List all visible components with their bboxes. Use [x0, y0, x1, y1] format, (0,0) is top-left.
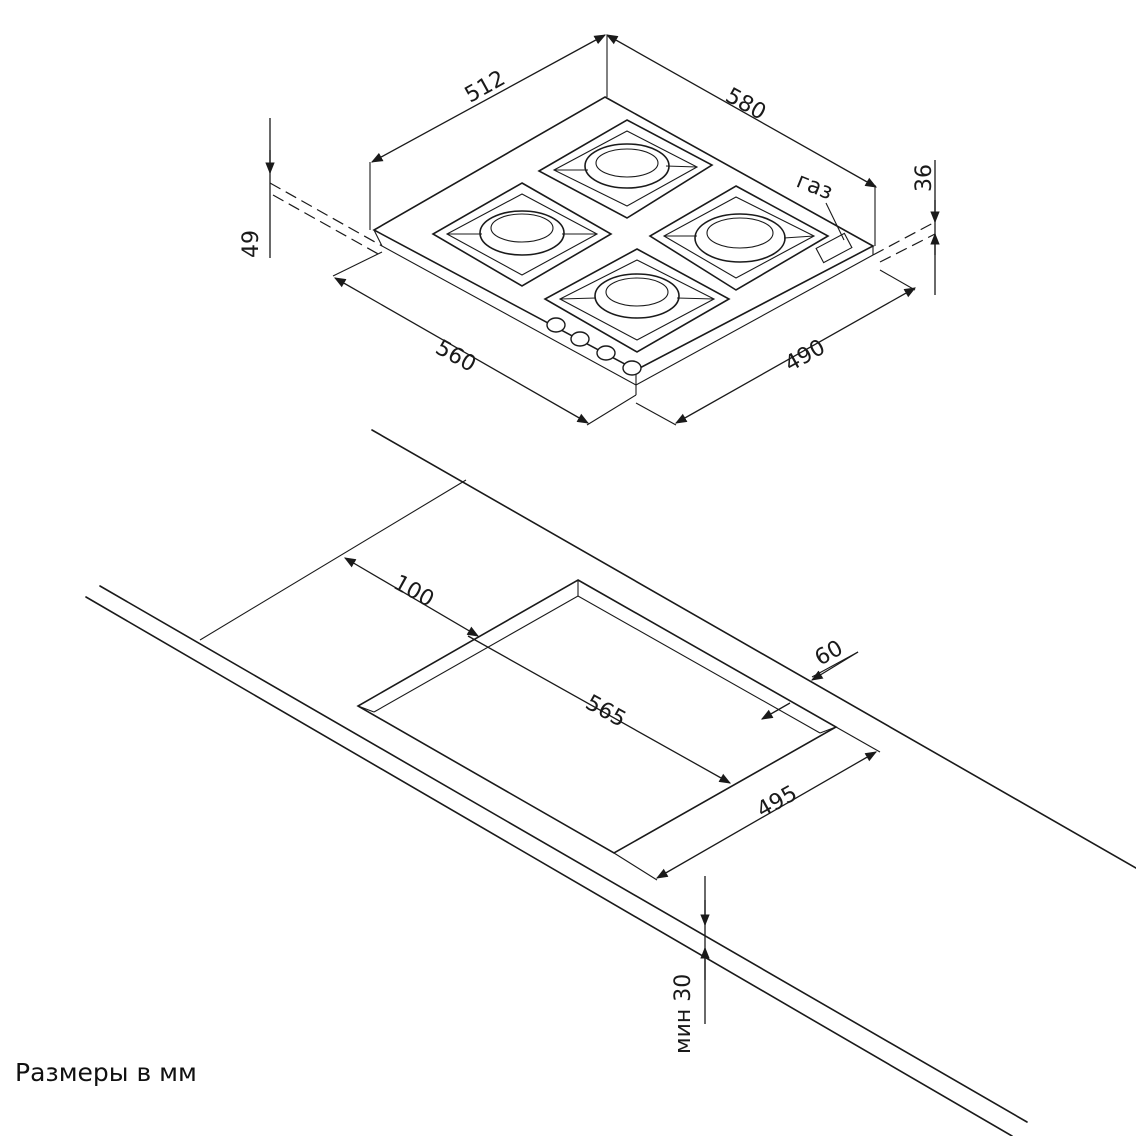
units-footnote: Размеры в мм: [15, 1058, 197, 1087]
dim-min-thickness: мин 30: [671, 974, 696, 1054]
dim-depth-bottom: 490: [781, 335, 830, 377]
dim-front-offset: 100: [389, 570, 438, 612]
countertop-front-top-edge: [99, 585, 1028, 1123]
countertop-front-bottom-edge: [85, 596, 1013, 1136]
burner-left: [431, 182, 613, 287]
knob-4: [622, 360, 642, 376]
knob-2: [570, 331, 590, 347]
dim-cutout-depth: 495: [753, 781, 802, 823]
dim-cutout-width: 565: [581, 690, 630, 732]
knob-3: [596, 345, 616, 361]
burner-right: [648, 185, 830, 291]
dim-depth-top: 580: [721, 83, 770, 125]
gas-inlet: [815, 232, 853, 264]
countertop-drawing: 100 60 565 495 мин 30: [85, 429, 1136, 1136]
dim-height-total: 49: [239, 230, 264, 258]
dim-height-side: 36: [912, 164, 937, 192]
dim-rear-offset: 60: [811, 636, 848, 671]
dim-width-top: 512: [461, 66, 510, 108]
dim-width-bottom: 560: [431, 335, 480, 377]
burner-top: [537, 119, 714, 219]
countertop-back-edge: [371, 429, 1136, 869]
gas-label: газ: [793, 168, 836, 205]
knob-1: [546, 317, 566, 333]
hob-drawing: 512 580 49 36 560 490 газ: [239, 34, 940, 426]
